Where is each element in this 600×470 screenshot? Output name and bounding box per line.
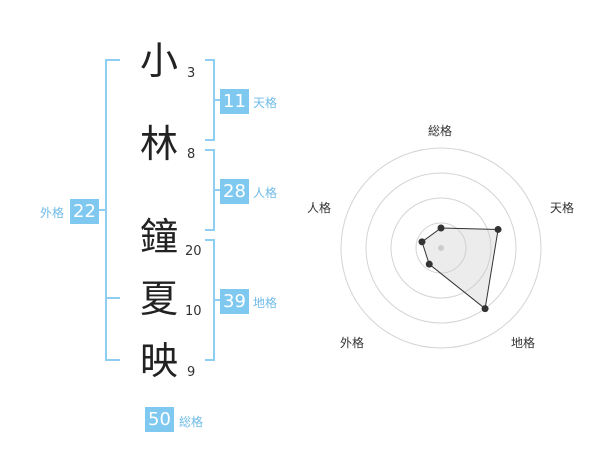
jinkaku-label: 人格 [253, 186, 278, 200]
stroke-count-1: 3 [187, 66, 196, 81]
chikaku-label: 地格 [253, 296, 278, 310]
stroke-count-4: 10 [185, 304, 202, 319]
soukaku-badge: 50 [145, 407, 174, 432]
stroke-count-2: 8 [187, 147, 196, 162]
radar-label-gaikaku: 外格 [340, 336, 365, 350]
radar-point-4 [425, 260, 433, 268]
radar-label-chikaku: 地格 [511, 336, 536, 350]
radar-label-jinkaku: 人格 [307, 201, 332, 215]
radar-ring [390, 197, 492, 299]
radar-point-1 [437, 224, 445, 232]
radar-polygon [421, 227, 499, 310]
chikaku-badge: 39 [220, 289, 249, 314]
radar-point-3 [481, 305, 489, 313]
tenkaku-badge: 11 [220, 89, 249, 114]
name-char-4: 夏 [139, 277, 178, 321]
tenkaku-label: 天格 [253, 96, 278, 110]
gaikaku-badge: 22 [70, 199, 99, 224]
name-char-1: 小 [139, 39, 178, 83]
radar-center [438, 245, 444, 251]
stroke-count-3: 20 [185, 244, 202, 259]
radar-label-soukaku: 総格 [428, 124, 453, 138]
name-char-2: 林 [139, 122, 178, 166]
radar-ring [340, 147, 542, 349]
radar-ring [365, 172, 517, 324]
gaikaku-label: 外格 [40, 206, 65, 220]
name-char-3: 鐘 [139, 215, 178, 259]
radar-label-tenkaku: 天格 [550, 201, 575, 215]
jinkaku-badge: 28 [220, 179, 249, 204]
radar-point-5 [418, 238, 426, 246]
stroke-count-5: 9 [187, 365, 196, 380]
radar-point-2 [494, 225, 502, 233]
soukaku-label: 総格 [179, 415, 204, 429]
name-char-5: 映 [139, 339, 178, 383]
